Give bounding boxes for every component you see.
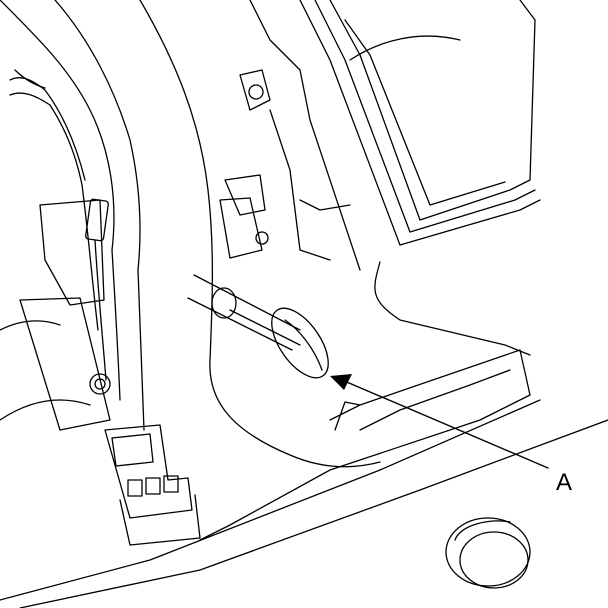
clip-assembly: [187, 274, 329, 379]
electrical-connector: [104, 424, 201, 546]
grommet-outer: [445, 517, 531, 587]
rod-lower-edge: [187, 297, 293, 351]
rod-end-cap: [211, 287, 237, 319]
control-unit: [219, 0, 541, 271]
callout-arrowhead: [330, 374, 352, 390]
lower-panel: [0, 261, 608, 608]
callout-leader-line: [341, 379, 549, 469]
callout-label: A: [556, 469, 572, 496]
left-bracket: [19, 199, 111, 431]
rod-upper-edge: [193, 274, 301, 331]
grommet-inner: [459, 531, 529, 589]
clip: [271, 307, 329, 379]
bracket-bolt-inner: [94, 378, 106, 390]
bracket-bolt-outer: [89, 373, 111, 395]
grommet: [445, 517, 531, 589]
trim-panel: [0, 0, 381, 468]
